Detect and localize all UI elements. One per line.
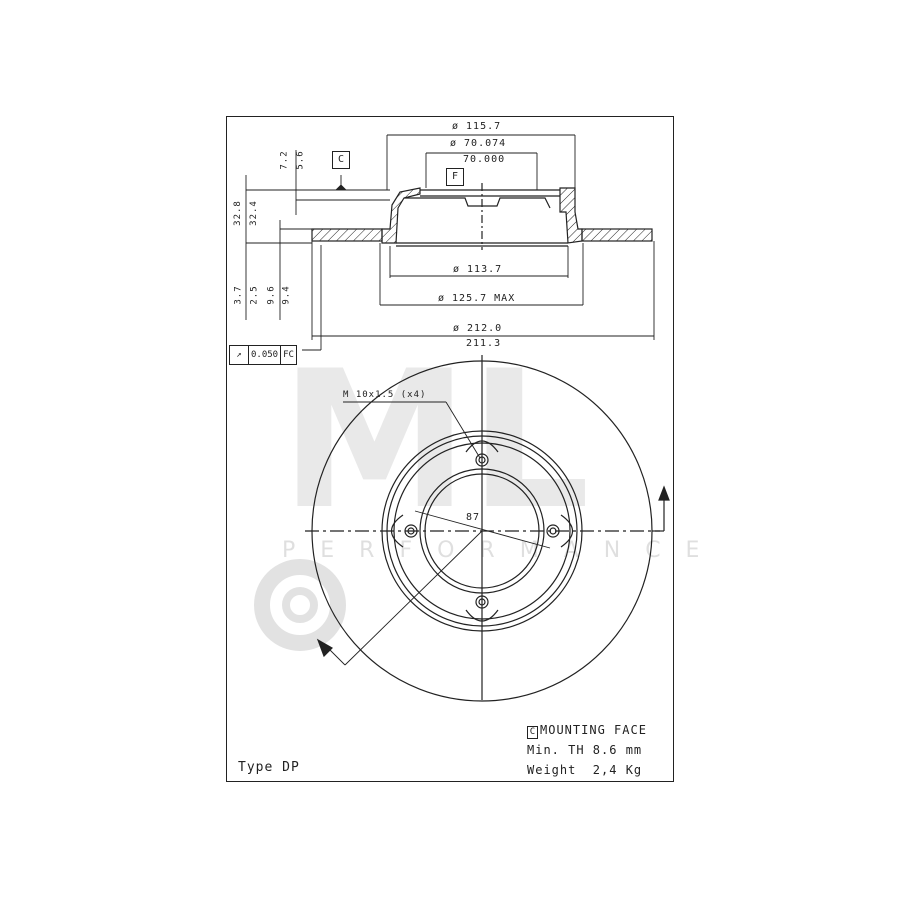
dim-height-top-b: 5.6 [295,150,306,170]
weight: Weight 2,4 Kg [527,763,643,777]
tolerance-reference: FC [283,350,294,360]
watermark-brand: ML [280,330,591,551]
type-label: Type DP [238,760,300,775]
mounting-face-label: MOUNTING FACE [540,723,647,737]
tolerance-value: 0.050 [249,346,282,364]
dim-total-height-a: 32.8 [232,200,243,226]
dimension-lines [245,134,655,351]
tolerance-frame: ↗ 0.050 FC [229,345,297,365]
min-thickness: Min. TH 8.6 mm [527,743,643,757]
runout-arrow-icon: ↗ [230,346,249,364]
dim-outer-min: 211.3 [466,338,502,349]
datum-c: C [332,151,350,169]
watermark-tagline: PERFORMANCE [282,538,725,563]
front-view [305,355,670,702]
dim-outer-max: ø 212.0 [453,323,503,334]
dim-thickness-a: 9.6 [266,285,277,305]
dim-offset-b: 2.5 [249,285,260,305]
dim-bore-min: 70.000 [463,154,506,165]
datum-f: F [446,168,464,186]
dim-hat-max: ø 125.7 MAX [438,293,516,304]
dim-bore-max: ø 70.074 [450,138,507,149]
dim-hub-inner: ø 113.7 [453,264,503,275]
dim-top-outer: ø 115.7 [452,121,502,132]
dim-offset-a: 3.7 [233,285,244,305]
mounting-face-marker: C [527,726,538,739]
thread-label: M 10x1.5 (x4) [343,390,427,400]
dim-height-top-a: 7.2 [279,150,290,170]
pcd-label: 87 [466,512,481,523]
dim-thickness-b: 9.4 [281,285,292,305]
section-profile [311,183,653,250]
dim-total-height-b: 32.4 [248,200,259,226]
